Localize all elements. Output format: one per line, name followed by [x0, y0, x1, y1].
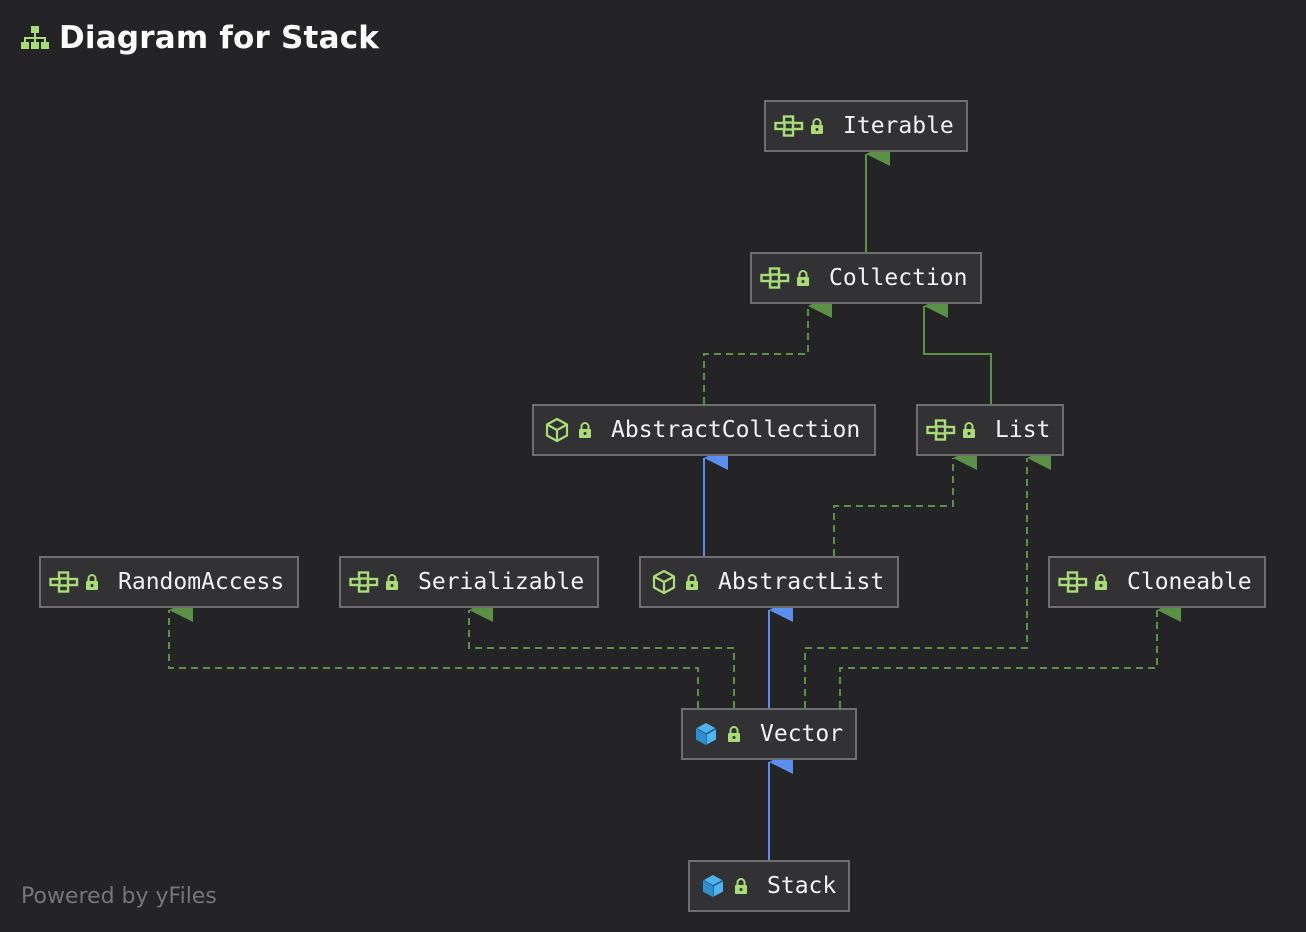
edge-vector-cloneable — [839, 598, 1181, 708]
class-icon — [697, 873, 729, 899]
node-cloneable[interactable]: Cloneable — [1048, 556, 1266, 608]
abstract-class-icon — [648, 569, 680, 595]
lock-icon — [575, 417, 595, 443]
node-list[interactable]: List — [916, 404, 1064, 456]
interface-icon — [1057, 569, 1089, 595]
edge-vector-randomaccess — [168, 598, 699, 708]
abstract-class-icon — [541, 417, 573, 443]
lock-icon — [959, 417, 979, 443]
node-random-access[interactable]: RandomAccess — [39, 556, 299, 608]
node-label: Serializable — [418, 569, 585, 595]
node-label: Stack — [767, 873, 837, 899]
edge-vector-list — [804, 446, 1051, 708]
node-collection[interactable]: Collection — [750, 252, 982, 304]
node-abstract-list[interactable]: AbstractList — [639, 556, 899, 608]
lock-icon — [807, 113, 827, 139]
node-iterable[interactable]: Iterable — [764, 100, 968, 152]
node-label: RandomAccess — [118, 569, 285, 595]
interface-icon — [348, 569, 380, 595]
lock-icon — [382, 569, 402, 595]
node-label: AbstractCollection — [611, 417, 861, 443]
edge-abstractlist-list — [833, 446, 977, 556]
edge-list-collection — [923, 294, 992, 404]
node-stack[interactable]: Stack — [688, 860, 850, 912]
lock-icon — [724, 721, 744, 747]
node-abstract-collection[interactable]: AbstractCollection — [532, 404, 876, 456]
lock-icon — [1091, 569, 1111, 595]
hierarchy-icon — [21, 26, 49, 49]
node-label: Collection — [829, 265, 968, 291]
interface-icon — [48, 569, 80, 595]
interface-icon — [759, 265, 791, 291]
node-label: Vector — [760, 721, 844, 747]
node-label: Cloneable — [1127, 569, 1252, 595]
node-vector[interactable]: Vector — [681, 708, 857, 760]
interface-icon — [925, 417, 957, 443]
lock-icon — [793, 265, 813, 291]
node-label: AbstractList — [718, 569, 885, 595]
class-icon — [690, 721, 722, 747]
interface-icon — [773, 113, 805, 139]
lock-icon — [82, 569, 102, 595]
node-label: List — [995, 417, 1051, 443]
edge-abstractcollection-collection — [703, 294, 832, 404]
node-label: Iterable — [843, 113, 954, 139]
lock-icon — [731, 873, 751, 899]
edge-vector-serializable — [468, 598, 735, 708]
diagram-title: Diagram for Stack — [59, 20, 380, 56]
diagram-header: Diagram for Stack — [20, 18, 379, 58]
powered-by-text: Powered by yFiles — [21, 884, 217, 909]
node-serializable[interactable]: Serializable — [339, 556, 599, 608]
lock-icon — [682, 569, 702, 595]
